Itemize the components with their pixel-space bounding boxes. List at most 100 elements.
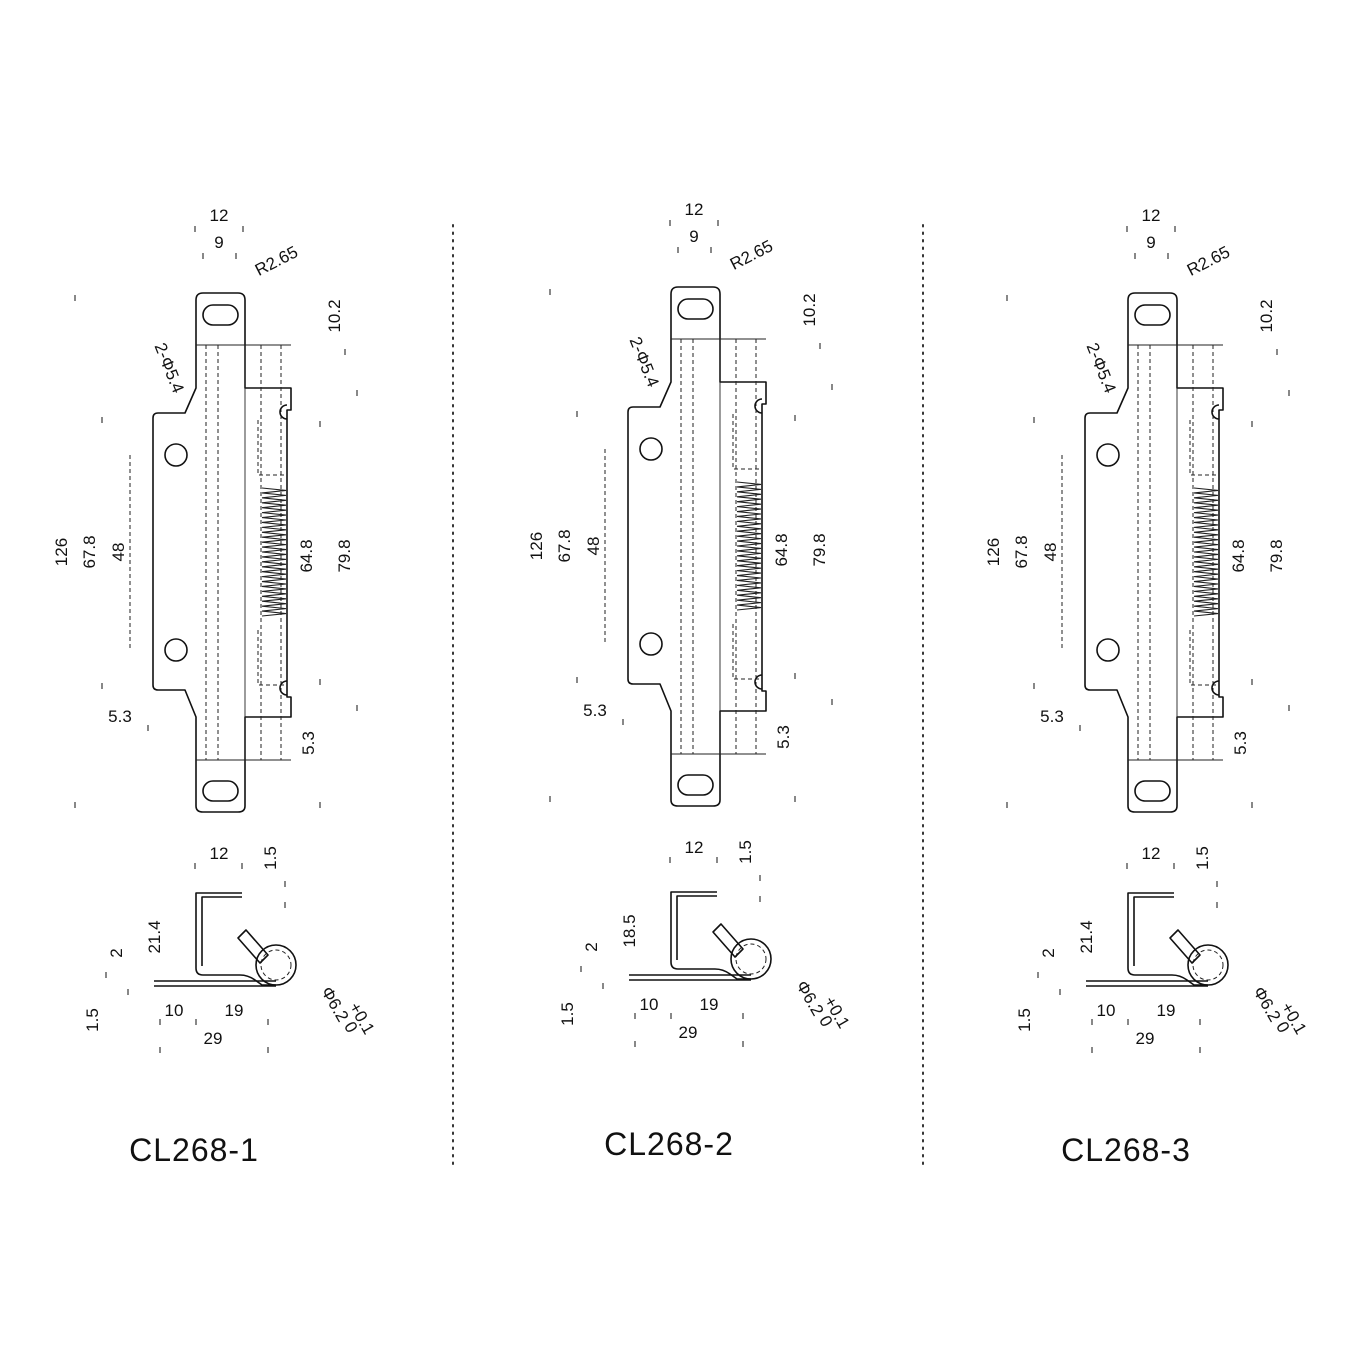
dim-64-8: 64.8	[772, 533, 791, 566]
dim-tolerance-lower: 0	[1272, 1018, 1293, 1036]
dim-height: 18.5	[620, 914, 639, 947]
dim-2: 2	[582, 942, 601, 951]
dim-10: 10	[1097, 1001, 1116, 1020]
mounting-hole-top	[639, 437, 663, 461]
dim-tolerance-lower: 0	[815, 1012, 836, 1030]
mounting-hole-bottom	[639, 632, 663, 656]
dim-79-8: 79.8	[1267, 539, 1286, 572]
dim-5-3-right: 5.3	[299, 731, 318, 755]
dim-hole-callout: 2-Φ5.4	[625, 334, 662, 390]
dim-2: 2	[107, 948, 126, 957]
dim-67-8: 67.8	[1012, 535, 1031, 568]
dim-10-2: 10.2	[325, 299, 344, 332]
mounting-hole-top	[1096, 443, 1120, 467]
dim-width-12: 12	[1142, 206, 1161, 225]
dim-height: 21.4	[145, 920, 164, 953]
hinge-knuckle	[255, 944, 297, 986]
dim-79-8: 79.8	[335, 539, 354, 572]
spring-leg	[712, 923, 744, 958]
model-label: CL268-3	[1061, 1132, 1191, 1168]
notch	[754, 674, 763, 690]
dim-side-12: 12	[210, 844, 229, 863]
dim-79-8: 79.8	[810, 533, 829, 566]
dim-pin-diameter: Φ6.2	[792, 977, 827, 1019]
hinge-knuckle	[1187, 944, 1229, 986]
dim-10-2: 10.2	[1257, 299, 1276, 332]
spring-leg	[1169, 929, 1201, 964]
spring-leg	[237, 929, 269, 964]
top-slot-hole	[677, 298, 714, 320]
model-label: CL268-1	[129, 1132, 259, 1168]
dim-67-8: 67.8	[555, 529, 574, 562]
mounting-hole-top	[164, 443, 188, 467]
bottom-slot-hole	[677, 774, 714, 796]
dim-height: 21.4	[1077, 920, 1096, 953]
dim-width-9: 9	[1146, 233, 1155, 252]
model-label: CL268-2	[604, 1126, 734, 1162]
bracket-inner	[1133, 896, 1174, 966]
torsion-spring	[736, 481, 762, 611]
dim-10: 10	[165, 1001, 184, 1020]
dim-19: 19	[225, 1001, 244, 1020]
dim-48: 48	[1041, 543, 1060, 562]
notch	[279, 404, 288, 420]
bottom-slot-hole	[202, 780, 239, 802]
plate-outline	[152, 292, 292, 813]
dim-10-2: 10.2	[800, 293, 819, 326]
plate-outline	[627, 286, 767, 807]
dim-19: 19	[700, 995, 719, 1014]
dim-19: 19	[1157, 1001, 1176, 1020]
bracket-profile	[1127, 892, 1208, 986]
dim-radius: R2.65	[727, 236, 776, 274]
dim-pin-diameter: Φ6.2	[317, 983, 352, 1025]
dim-1-5: 1.5	[558, 1002, 577, 1026]
dim-width-9: 9	[214, 233, 223, 252]
dim-side-12: 12	[685, 838, 704, 857]
dim-thickness-1-5: 1.5	[1193, 846, 1212, 870]
dim-hole-callout: 2-Φ5.4	[1082, 340, 1119, 396]
spring-hook	[1189, 420, 1217, 686]
dim-10: 10	[640, 995, 659, 1014]
dim-67-8: 67.8	[80, 535, 99, 568]
dim-5-3-left: 5.3	[1040, 707, 1064, 726]
hinge-pin	[1192, 949, 1224, 981]
dim-side-12: 12	[1142, 844, 1161, 863]
dim-64-8: 64.8	[1229, 539, 1248, 572]
hinge-pin	[735, 943, 767, 975]
dim-126: 126	[984, 538, 1003, 566]
bracket-profile	[195, 892, 276, 986]
dim-126: 126	[52, 538, 71, 566]
dim-1-5: 1.5	[83, 1008, 102, 1032]
plate-outline	[1084, 292, 1224, 813]
dim-5-3-left: 5.3	[583, 701, 607, 720]
dim-1-5: 1.5	[1015, 1008, 1034, 1032]
dim-126: 126	[527, 532, 546, 560]
mounting-hole-bottom	[1096, 638, 1120, 662]
dim-radius: R2.65	[1184, 242, 1233, 280]
notch	[1211, 404, 1220, 420]
spring-hook	[732, 414, 760, 680]
dim-29: 29	[679, 1023, 698, 1042]
bracket-profile	[670, 891, 751, 980]
dim-width-12: 12	[210, 206, 229, 225]
dim-29: 29	[1136, 1029, 1155, 1048]
dim-hole-callout: 2-Φ5.4	[150, 340, 187, 396]
notch	[754, 398, 763, 414]
torsion-spring	[1193, 487, 1219, 617]
dim-2: 2	[1039, 948, 1058, 957]
dim-48: 48	[109, 543, 128, 562]
bottom-slot-hole	[1134, 780, 1171, 802]
dim-radius: R2.65	[252, 242, 301, 280]
mounting-hole-bottom	[164, 638, 188, 662]
top-slot-hole	[1134, 304, 1171, 326]
